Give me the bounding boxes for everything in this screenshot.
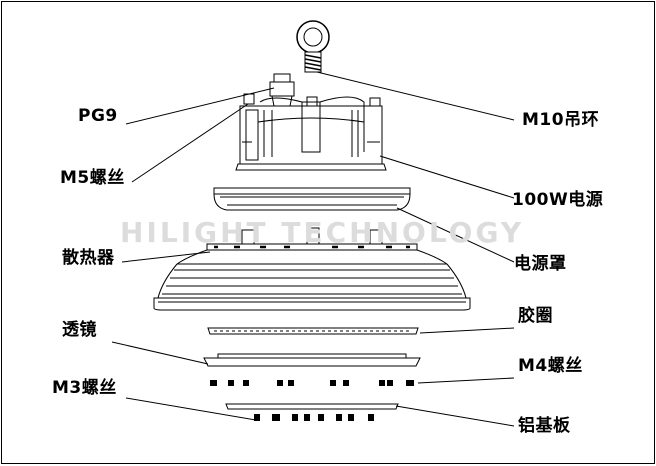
heatsink bbox=[153, 227, 471, 311]
leader-lines bbox=[111, 71, 515, 427]
label-m5-screw: M5螺丝 bbox=[60, 168, 125, 188]
label-m10-ring: M10吊环 bbox=[522, 110, 600, 130]
gasket bbox=[207, 327, 419, 335]
pg9-connector bbox=[269, 73, 295, 107]
label-pg9: PG9 bbox=[78, 106, 118, 126]
label-lens: 透镜 bbox=[62, 320, 97, 340]
label-power-100w: 100W电源 bbox=[512, 190, 604, 210]
label-m4-screw: M4螺丝 bbox=[518, 356, 583, 376]
label-gasket: 胶圈 bbox=[518, 306, 553, 326]
label-m3-screw: M3螺丝 bbox=[52, 378, 117, 398]
lens bbox=[203, 353, 421, 367]
m10-eye-bolt bbox=[296, 20, 330, 73]
label-aluminum-board: 铝基板 bbox=[518, 416, 571, 436]
label-power-cover: 电源罩 bbox=[514, 254, 567, 274]
m3-screws bbox=[254, 414, 374, 421]
m4-screws bbox=[210, 380, 414, 386]
power-supply-housing bbox=[235, 96, 387, 171]
power-cover bbox=[213, 187, 411, 211]
aluminum-board bbox=[225, 403, 399, 410]
label-heatsink: 散热器 bbox=[62, 248, 115, 268]
